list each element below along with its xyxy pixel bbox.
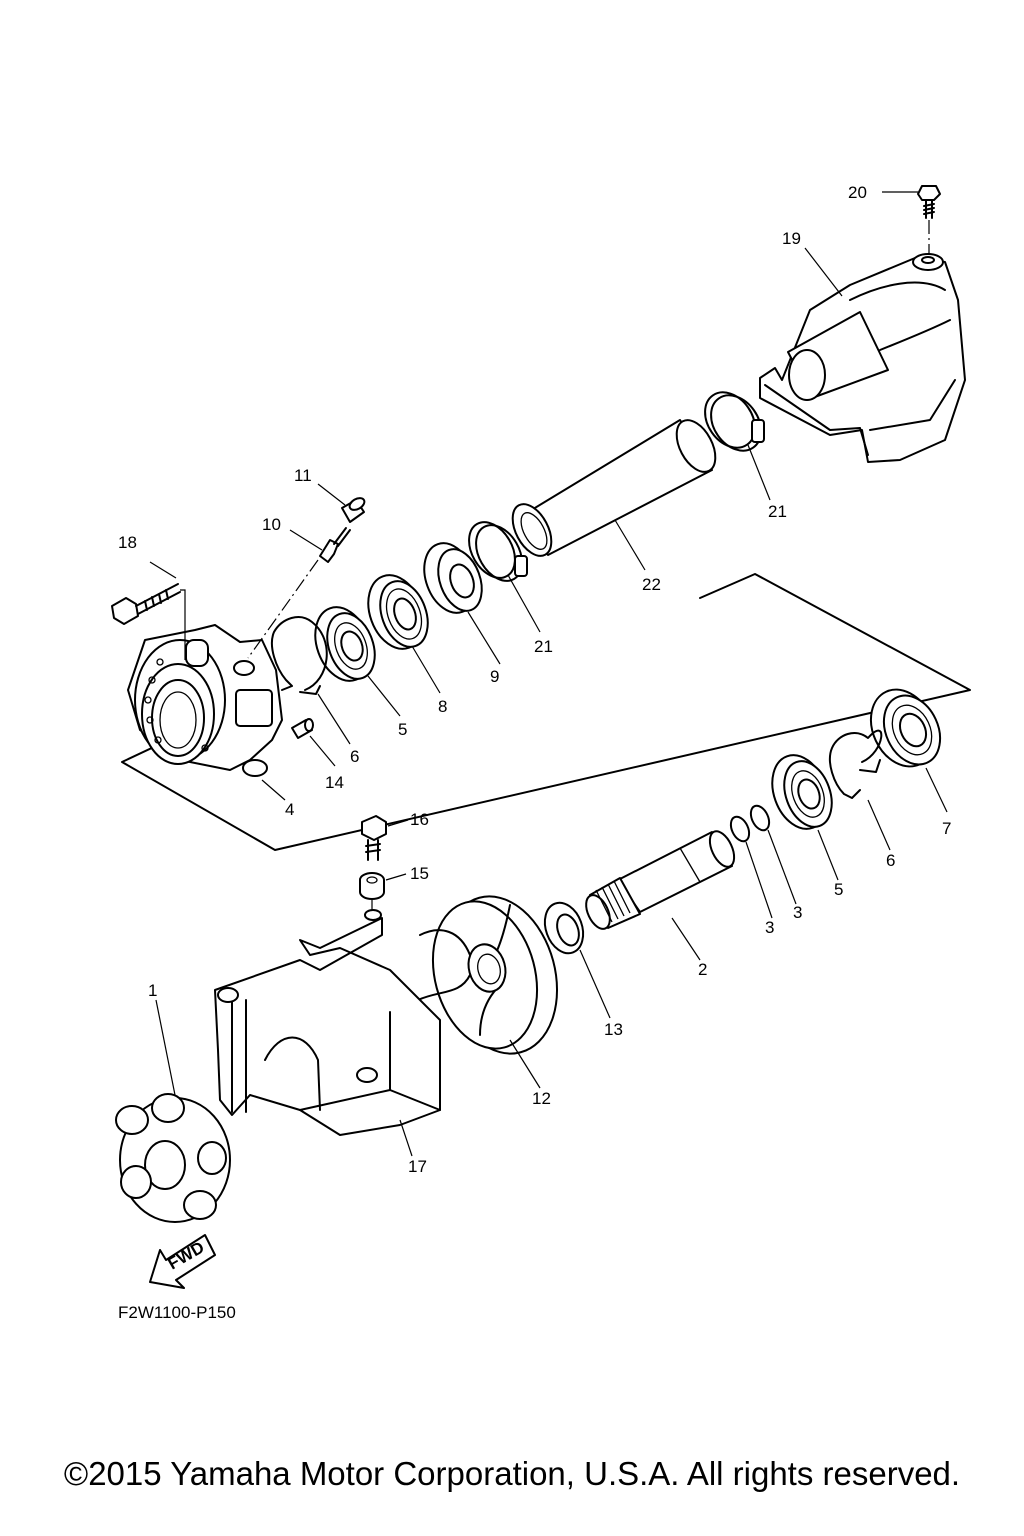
leader-lines: [149, 191, 948, 1157]
callout-12: 12: [532, 1089, 551, 1108]
part-16-bolt: [361, 815, 387, 861]
callout-22: 22: [642, 575, 661, 594]
callout-6-upper: 6: [350, 747, 359, 766]
callout-3-right: 3: [793, 903, 802, 922]
callout-21-lower: 21: [534, 637, 553, 656]
part-18-bolt: [111, 583, 186, 660]
part-17-impeller-liner: [214, 909, 441, 1136]
part-20-bolt: [917, 185, 941, 262]
part-19-jet-nozzle: [759, 253, 966, 463]
callout-2: 2: [698, 960, 707, 979]
part-15-collar: [359, 872, 385, 915]
part-13-collar: [543, 901, 585, 955]
callout-20: 20: [848, 183, 867, 202]
callout-9: 9: [490, 667, 499, 686]
callout-15: 15: [410, 864, 429, 883]
callout-18: 18: [118, 533, 137, 552]
part-1-coupling-damper: [115, 1093, 231, 1223]
part-21-hose-clamp-upper: [704, 391, 765, 452]
callout-6-lower: 6: [886, 851, 895, 870]
part-5-bearing-lower: [771, 754, 833, 830]
part-22-hose: [511, 419, 717, 557]
callout-5-upper: 5: [398, 720, 407, 739]
part-14-dowel-pin: [291, 718, 314, 739]
callout-14: 14: [325, 773, 344, 792]
part-6-circlip-upper: [270, 616, 328, 695]
part-8-bearing: [367, 574, 429, 650]
part-7-bearing: [869, 688, 942, 768]
part-12-impeller: [417, 895, 559, 1055]
callout-3-left: 3: [765, 918, 774, 937]
part-3-o-rings: [729, 804, 771, 843]
callout-1: 1: [148, 981, 157, 1000]
part-21-hose-clamp-lower: [468, 521, 528, 582]
callout-21-upper: 21: [768, 502, 787, 521]
callout-19: 19: [782, 229, 801, 248]
callout-5-lower: 5: [834, 880, 843, 899]
callout-8: 8: [438, 697, 447, 716]
diagram-code: F2W1100-P150: [118, 1303, 236, 1322]
callout-16: 16: [410, 810, 429, 829]
callout-7: 7: [942, 819, 951, 838]
callout-4: 4: [285, 800, 294, 819]
part-4-pump-housing: [127, 624, 283, 777]
callout-10: 10: [262, 515, 281, 534]
part-2-impeller-shaft: [585, 830, 736, 930]
callout-17: 17: [408, 1157, 427, 1176]
part-6-circlip-lower: [828, 729, 883, 799]
part-10-fitting: [247, 527, 351, 659]
part-11-cap: [341, 497, 366, 523]
copyright-notice: ©2015 Yamaha Motor Corporation, U.S.A. A…: [63, 1455, 961, 1492]
fwd-arrow-icon: FWD: [149, 1234, 216, 1289]
callout-11: 11: [294, 466, 312, 485]
callout-labels: 20 19 21 22 21 9 8 5 6 14 4 18 10 11 7 6…: [118, 183, 951, 1176]
part-9-oil-seal: [423, 542, 483, 614]
callout-13: 13: [604, 1020, 623, 1039]
part-5-bearing-upper: [314, 606, 376, 682]
